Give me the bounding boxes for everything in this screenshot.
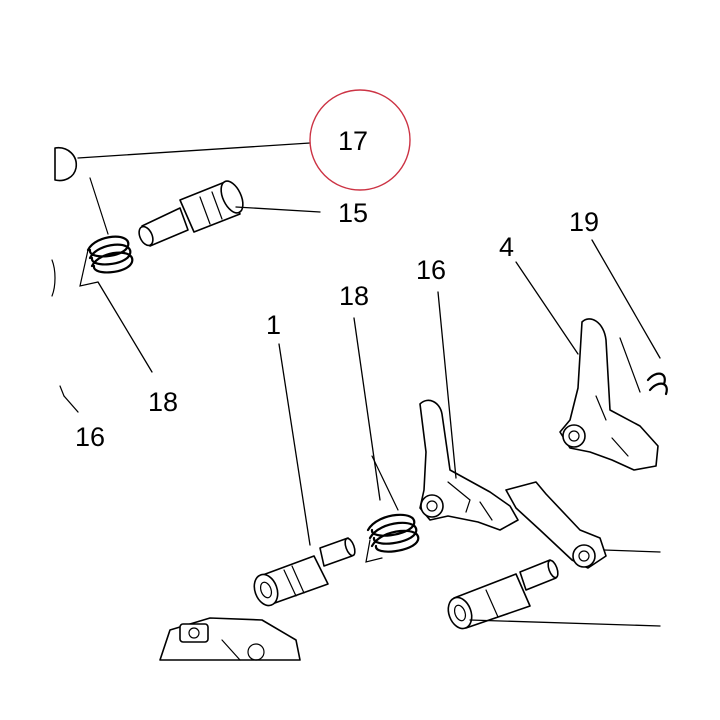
part-housing-fragment [159,617,301,661]
part-4-fork-right [559,318,659,471]
part-18-spring-left [79,177,134,287]
leader-19 [591,239,661,359]
callout-17: 17 [338,126,368,156]
leader-18-middle [353,317,381,501]
leader-4 [515,261,579,355]
leader-17 [77,142,311,159]
leader-15 [235,206,321,213]
callout-18-left: 18 [148,387,178,417]
part-16-fork-center [419,399,519,531]
callout-17-highlight-circle [309,89,411,191]
callout-16-left: 16 [75,422,105,452]
part-pin-right [447,559,559,630]
leader-16-center [437,291,457,479]
callout-19: 19 [569,207,599,237]
callout-4: 4 [499,232,514,262]
part-18-spring-middle [365,455,420,563]
leader-1 [278,343,311,546]
part-19-spring [619,337,668,396]
leader-lines [63,142,661,627]
part-arm-lever [505,481,607,569]
leader-18-left [97,281,153,373]
leader-pin-right [469,619,661,627]
callout-18-middle: 18 [339,281,369,311]
callout-1: 1 [266,310,281,340]
part-edge-fragment [51,259,56,297]
callout-16-center: 16 [416,255,446,285]
callout-15: 15 [338,198,368,228]
part-1-sleeve [253,537,356,607]
leader-16-left [63,395,79,413]
part-edge-fragment-lower [59,385,65,397]
leader-arm-right [603,549,661,553]
part-15-pin [138,180,244,247]
part-17-knob [54,146,78,182]
